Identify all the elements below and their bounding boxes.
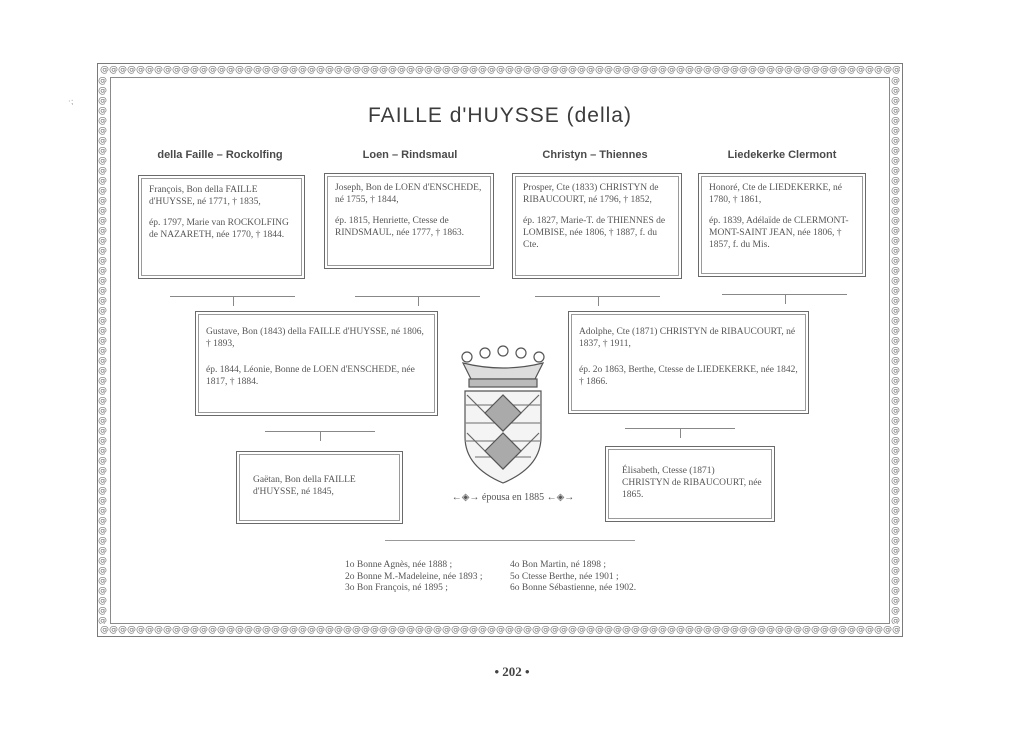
- spouse-entry: ép. 2o 1863, Berthe, Ctesse de LIEDEKERK…: [579, 365, 798, 387]
- person-entry: Gustave, Bon (1843) della FAILLE d'HUYSS…: [206, 327, 424, 349]
- marriage-note: ←◈→ épousa en 1885 ←◈→: [451, 492, 575, 503]
- ornament-border-left: @@@@@@@@@@@@@@@@@@@@@@@@@@@@@@@@@@@@@@@@…: [98, 76, 107, 624]
- person-box-honore: Honoré, Cte de LIEDEKERKE, né 1780, † 18…: [698, 173, 866, 277]
- lineage-brace: [170, 296, 295, 306]
- spouse-entry: ép. 1797, Marie van ROCKOLFING de NAZARE…: [149, 218, 289, 240]
- inner-frame: [110, 77, 890, 624]
- person-entry: Prosper, Cte (1833) CHRISTYN de RIBAUCOU…: [523, 183, 659, 205]
- child-entry: 6o Bonne Sébastienne, née 1902.: [510, 583, 637, 593]
- page-title: FAILLE d'HUYSSE (della): [368, 104, 632, 127]
- lineage-brace: [355, 296, 480, 306]
- person-box-adolphe: Adolphe, Cte (1871) CHRISTYN de RIBAUCOU…: [568, 311, 809, 414]
- person-box-francois: François, Bon della FAILLE d'HUYSSE, né …: [138, 175, 305, 279]
- coat-of-arms-icon: [461, 345, 545, 484]
- lineage-brace: [722, 294, 847, 304]
- children-list-right: 4o Bon Martin, né 1898 ; 5o Ctesse Berth…: [510, 560, 636, 595]
- branch-heading-liedekerke: Liedekerke Clermont: [727, 149, 837, 161]
- person-entry: Adolphe, Cte (1871) CHRISTYN de RIBAUCOU…: [579, 327, 796, 349]
- person-entry: Élisabeth, Ctesse (1871) CHRISTYN de RIB…: [622, 466, 762, 500]
- person-entry: Joseph, Bon de LOEN d'ENSCHEDE, né 1755,…: [335, 183, 482, 205]
- child-entry: 3o Bon François, né 1895 ;: [345, 583, 448, 593]
- children-list-left: 1o Bonne Agnès, née 1888 ; 2o Bonne M.-M…: [345, 560, 482, 595]
- person-box-gustave: Gustave, Bon (1843) della FAILLE d'HUYSS…: [195, 311, 438, 416]
- paper-speck: ·⁏: [68, 97, 74, 106]
- divider-rule: [385, 540, 635, 541]
- branch-heading-christyn: Christyn – Thiennes: [542, 149, 648, 161]
- lineage-brace: [265, 431, 375, 441]
- spouse-entry: ép. 1815, Henriette, Ctesse de RINDSMAUL…: [335, 216, 465, 238]
- spouse-entry: ép. 1839, Adélaïde de CLERMONT-MONT-SAIN…: [709, 216, 849, 250]
- person-box-prosper: Prosper, Cte (1833) CHRISTYN de RIBAUCOU…: [512, 173, 682, 279]
- ornament-border-right: @@@@@@@@@@@@@@@@@@@@@@@@@@@@@@@@@@@@@@@@…: [891, 76, 900, 624]
- child-entry: 4o Bon Martin, né 1898 ;: [510, 560, 607, 570]
- branch-heading-loen: Loen – Rindsmaul: [362, 149, 458, 161]
- person-box-joseph: Joseph, Bon de LOEN d'ENSCHEDE, né 1755,…: [324, 173, 494, 269]
- branch-heading-faille: della Faille – Rockolfing: [157, 149, 283, 161]
- child-entry: 2o Bonne M.-Madeleine, née 1893 ;: [345, 571, 483, 582]
- person-entry: Gaëtan, Bon della FAILLE d'HUYSSE, né 18…: [253, 475, 356, 497]
- page-number: • 202 •: [494, 664, 530, 679]
- spouse-entry: ép. 1827, Marie-T. de THIENNES de LOMBIS…: [523, 216, 666, 250]
- outer-frame: [97, 63, 903, 637]
- spouse-entry: ép. 1844, Léonie, Bonne de LOEN d'ENSCHE…: [206, 365, 415, 387]
- person-box-gaetan: Gaëtan, Bon della FAILLE d'HUYSSE, né 18…: [236, 451, 403, 524]
- person-entry: Honoré, Cte de LIEDEKERKE, né 1780, † 18…: [709, 183, 842, 205]
- ornament-border-top: @@@@@@@@@@@@@@@@@@@@@@@@@@@@@@@@@@@@@@@@…: [100, 65, 900, 75]
- ornament-border-bottom: @@@@@@@@@@@@@@@@@@@@@@@@@@@@@@@@@@@@@@@@…: [100, 625, 900, 635]
- child-entry: 5o Ctesse Berthe, née 1901 ;: [510, 571, 619, 582]
- child-entry: 1o Bonne Agnès, née 1888 ;: [345, 560, 453, 570]
- lineage-brace: [535, 296, 660, 306]
- lineage-brace: [625, 428, 735, 438]
- person-entry: François, Bon della FAILLE d'HUYSSE, né …: [149, 185, 261, 207]
- person-box-elisabeth: Élisabeth, Ctesse (1871) CHRISTYN de RIB…: [605, 446, 775, 522]
